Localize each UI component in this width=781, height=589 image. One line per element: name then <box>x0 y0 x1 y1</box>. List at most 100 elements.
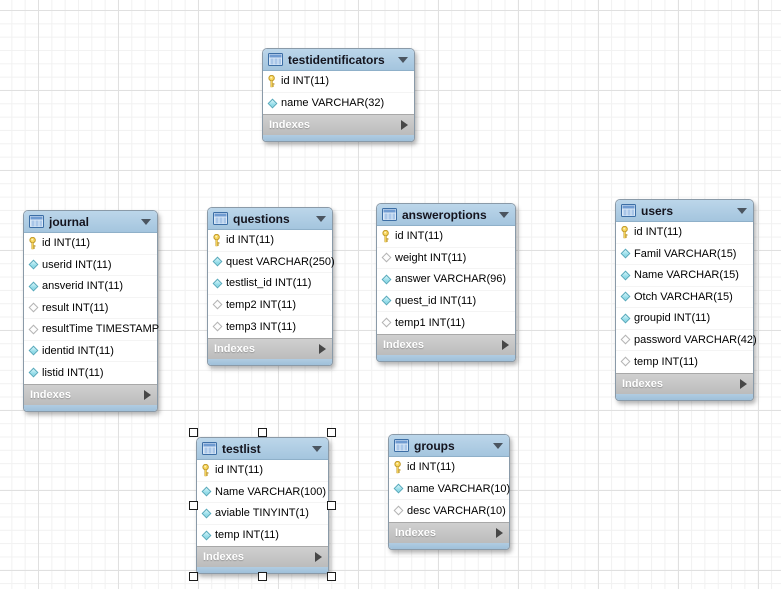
column-label: id INT(11) <box>42 237 91 250</box>
column-row[interactable]: temp3 INT(11) <box>208 316 332 338</box>
column-row[interactable]: id INT(11) <box>24 233 157 255</box>
column-row[interactable]: result INT(11) <box>24 297 157 319</box>
collapse-arrow-icon[interactable] <box>316 215 326 222</box>
column-row[interactable]: temp2 INT(11) <box>208 294 332 316</box>
selection-handle-bl[interactable] <box>189 572 198 581</box>
expand-arrow-icon[interactable] <box>496 527 503 538</box>
expand-arrow-icon[interactable] <box>401 120 408 130</box>
indexes-section[interactable]: Indexes <box>377 333 515 355</box>
column-row[interactable]: Famil VARCHAR(15) <box>616 243 753 265</box>
collapse-arrow-icon[interactable] <box>398 56 408 63</box>
column-row[interactable]: testlist_id INT(11) <box>208 273 332 295</box>
expand-arrow-icon[interactable] <box>319 343 326 354</box>
column-row[interactable]: quest VARCHAR(250) <box>208 251 335 273</box>
table-header[interactable]: users <box>616 200 753 222</box>
column-row[interactable]: Name VARCHAR(100) <box>197 481 328 503</box>
table-header[interactable]: testlist <box>197 438 328 460</box>
collapse-arrow-icon[interactable] <box>312 445 322 452</box>
column-row[interactable]: id INT(11) <box>263 71 414 93</box>
selection-handle-tr[interactable] <box>327 428 336 437</box>
key-icon <box>380 229 392 243</box>
column-row[interactable]: aviable TINYINT(1) <box>197 503 328 525</box>
column-row[interactable]: id INT(11) <box>197 460 328 482</box>
column-row[interactable]: ansverid INT(11) <box>24 276 157 298</box>
column-label: id INT(11) <box>226 234 275 247</box>
table-header[interactable]: testidentificators <box>263 49 414 71</box>
key-icon <box>211 233 223 247</box>
collapse-arrow-icon[interactable] <box>141 218 151 225</box>
column-row[interactable]: answer VARCHAR(96) <box>377 269 515 291</box>
column-label: name VARCHAR(32) <box>281 97 385 110</box>
column-row[interactable]: name VARCHAR(32) <box>263 92 414 114</box>
column-row[interactable]: id INT(11) <box>389 457 509 479</box>
column-label: quest_id INT(11) <box>395 294 477 307</box>
table-questions[interactable]: questions id INT(11) quest VARCHAR(250)tes… <box>207 207 335 366</box>
column-row[interactable]: id INT(11) <box>208 230 332 252</box>
indexes-section[interactable]: Indexes <box>389 521 509 543</box>
table-header[interactable]: groups <box>389 435 509 457</box>
column-row[interactable]: temp1 INT(11) <box>377 312 515 334</box>
indexes-section[interactable]: Indexes <box>263 114 414 135</box>
selection-handle-tl[interactable] <box>189 428 198 437</box>
column-label: desc VARCHAR(10) <box>407 504 506 517</box>
selection-handle-mr[interactable] <box>327 501 336 510</box>
column-row[interactable]: groupid INT(11) <box>616 308 753 330</box>
column-row[interactable]: password VARCHAR(42) <box>616 329 757 351</box>
column-row[interactable]: quest_id INT(11) <box>377 290 515 312</box>
table-header[interactable]: questions <box>208 208 332 230</box>
column-row[interactable]: name VARCHAR(10) <box>389 478 510 500</box>
diamond-filled-icon <box>27 258 39 271</box>
collapse-arrow-icon[interactable] <box>493 442 503 449</box>
column-row[interactable]: id INT(11) <box>377 226 515 248</box>
column-label: weight INT(11) <box>395 251 467 264</box>
diamond-hollow-icon <box>27 301 39 314</box>
column-label: temp INT(11) <box>634 355 698 368</box>
column-row[interactable]: weight INT(11) <box>377 247 515 269</box>
diamond-hollow-icon <box>211 320 223 333</box>
table-icon <box>621 204 636 217</box>
selection-handle-ml[interactable] <box>189 501 198 510</box>
indexes-section[interactable]: Indexes <box>208 337 332 359</box>
column-row[interactable]: temp INT(11) <box>197 524 328 546</box>
table-bottom-strip <box>197 567 328 573</box>
indexes-section[interactable]: Indexes <box>24 383 157 405</box>
table-bottom-strip <box>208 358 332 365</box>
columns-list: id INT(11)Name VARCHAR(100)aviable TINYI… <box>197 460 328 546</box>
columns-list: id INT(11) userid INT(11)ansverid INT(11)… <box>24 233 159 384</box>
column-row[interactable]: Name VARCHAR(15) <box>616 265 753 287</box>
column-row[interactable]: desc VARCHAR(10) <box>389 500 509 522</box>
diamond-hollow-icon <box>619 355 631 368</box>
table-header[interactable]: answeroptions <box>377 204 515 226</box>
collapse-arrow-icon[interactable] <box>737 207 747 214</box>
column-row[interactable]: id INT(11) <box>616 222 753 244</box>
selection-handle-tc[interactable] <box>258 428 267 437</box>
column-row[interactable]: Otch VARCHAR(15) <box>616 286 753 308</box>
table-header[interactable]: journal <box>24 211 157 233</box>
column-row[interactable]: userid INT(11) <box>24 254 157 276</box>
indexes-section[interactable]: Indexes <box>616 372 753 394</box>
table-journal[interactable]: journal id INT(11) userid INT(11)ansverid … <box>23 210 159 412</box>
indexes-section[interactable]: Indexes <box>197 546 328 567</box>
column-label: temp INT(11) <box>215 529 279 542</box>
expand-arrow-icon[interactable] <box>315 552 322 562</box>
column-row[interactable]: listid INT(11) <box>24 362 157 384</box>
indexes-label: Indexes <box>383 338 424 351</box>
selection-handle-br[interactable] <box>327 572 336 581</box>
collapse-arrow-icon[interactable] <box>499 211 509 218</box>
expand-arrow-icon[interactable] <box>144 389 151 400</box>
columns-list: id INT(11) weight INT(11) answer VARCHAR(9… <box>377 226 515 334</box>
column-row[interactable]: resultTime TIMESTAMP <box>24 319 159 341</box>
column-row[interactable]: temp INT(11) <box>616 351 753 373</box>
expand-arrow-icon[interactable] <box>502 339 509 350</box>
column-label: identid INT(11) <box>42 344 114 357</box>
table-icon <box>268 53 283 66</box>
selection-handle-bc[interactable] <box>258 572 267 581</box>
column-row[interactable]: identid INT(11) <box>24 340 157 362</box>
expand-arrow-icon[interactable] <box>740 378 747 389</box>
